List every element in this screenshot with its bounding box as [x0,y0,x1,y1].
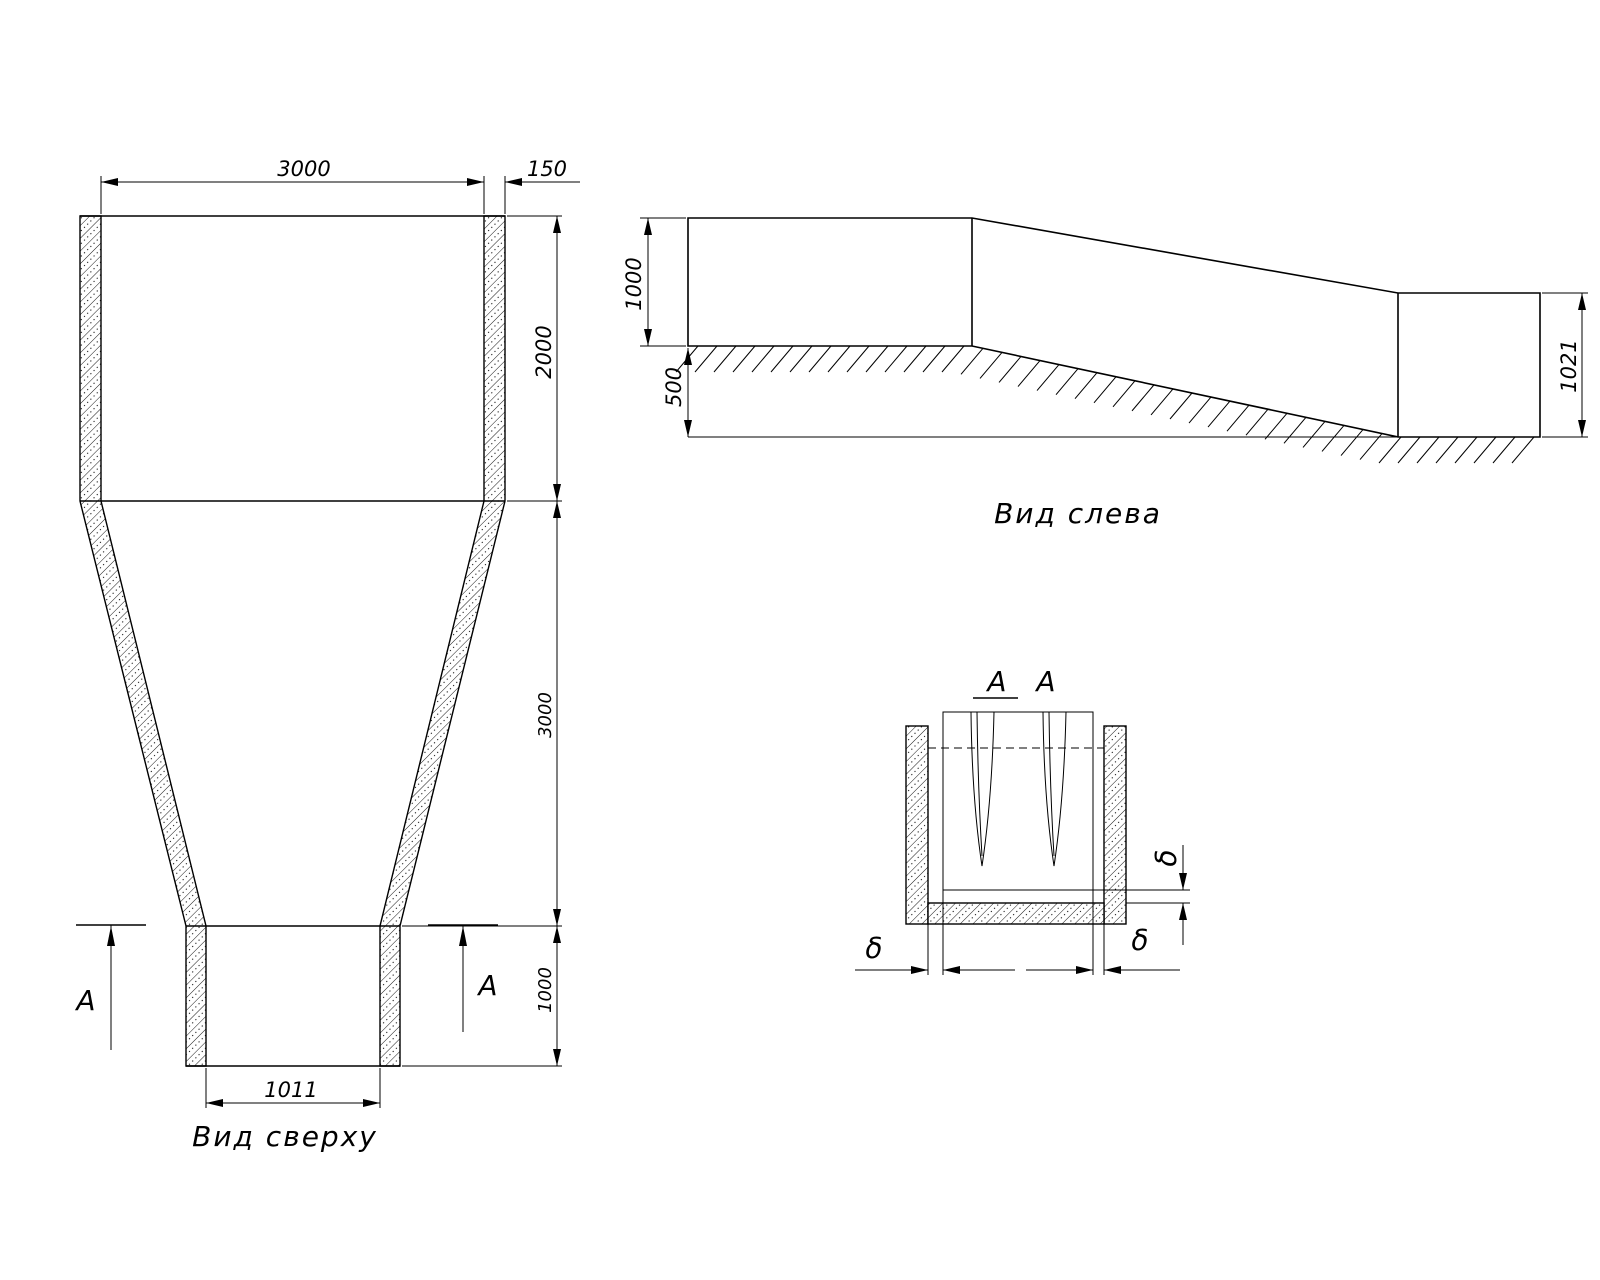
side-view-outline [687,217,1541,438]
dim-chain-right: 2000 3000 1000 [402,215,562,1067]
ground-hatch-line [884,345,908,373]
top-view-right-wall [379,215,506,1067]
section-blade-1 [970,711,995,867]
ground-hatch-line [979,352,1003,379]
dim-2000-label: 2000 [532,325,556,378]
dim-3000-top: 3000 [100,157,485,214]
section-marker-right: A [428,924,498,1032]
delta-label-left: δ [865,932,882,965]
delta-dim-bottom: δ δ [855,890,1180,975]
ground-hatch-line [713,345,737,373]
ground-hatch-line [827,345,851,373]
section-title-right: A [1034,665,1055,698]
ground-hatch-line [1245,408,1269,436]
dim-1021-label: 1021 [1557,339,1581,392]
delta-dim-right-vertical: δ [1093,845,1190,945]
ground-hatch-line [1017,360,1041,387]
ground-hatch-line [941,345,965,373]
dim-1000-side-label: 1000 [622,257,646,310]
ground-hatch-line [1150,388,1174,416]
dim-1021: 1021 [1542,292,1588,438]
ground-hatch-line [1416,436,1440,464]
ground-hatch-line [846,345,870,373]
ground-hatch-line [1378,436,1402,464]
section-left-wall [905,725,929,925]
ground-hatch-line [1397,436,1421,464]
dim-3000-side-label: 3000 [535,692,556,738]
dim-150: 150 [504,157,580,214]
delta-label-right-bottom: δ [1131,924,1148,957]
ground-hatch-line [1131,384,1155,412]
dim-1011-label: 1011 [264,1078,317,1102]
dim-500: 500 [662,348,1398,438]
ground-hatch-line [903,345,927,373]
section-right-wall [1103,725,1127,925]
ground-hatch-line [1511,436,1535,464]
ground-hatch-line [865,345,889,373]
dim-500-label: 500 [662,367,686,407]
ground-hatch-line [1473,436,1497,464]
top-view-left-wall [79,215,207,1067]
ground-hatch-line [732,345,756,373]
ground-hatch-line [1207,400,1231,428]
ground-hatch-line [1283,417,1307,444]
ground-hatch-line [960,348,984,375]
side-view-caption: Вид слева [994,497,1162,530]
ground-hatch-line [1340,429,1364,456]
ground-hatch-line [1321,425,1345,452]
ground-hatch-line [789,345,813,373]
dim-1000-bottom-label: 1000 [535,967,556,1013]
section-label-right: A [476,969,497,1002]
top-view: 3000 150 2000 3000 1000 [74,157,580,1153]
dim-150-label: 150 [527,157,567,181]
section-label-left: A [74,984,95,1017]
ground-hatch-line [1112,380,1136,408]
ground-hatch-line [770,345,794,373]
dim-3000-top-label: 3000 [277,157,330,181]
ground-hatch-line [1093,376,1117,404]
ground-hatch-line [1492,436,1516,464]
ground-hatch-line [1302,421,1326,448]
section-bottom-slab [927,902,1105,925]
ground-hatch-line [1055,368,1079,395]
dim-1011: 1011 [205,1068,381,1108]
ground-hatch-line [751,345,775,373]
ground-hatch-line [1454,436,1478,464]
ground-hatch-line [922,345,946,373]
ground-hatch-line [1074,372,1098,400]
section-title-left: A [985,665,1006,698]
section-inner-channel [942,711,1094,891]
ground-hatch-line [694,345,718,373]
section-view: A A δ [855,665,1190,975]
ground-hatch-line [998,356,1022,383]
ground-hatching [675,345,1535,464]
delta-label-right-top: δ [1150,849,1183,866]
ground-hatch-line [808,345,832,373]
section-marker-left: A [74,924,146,1050]
ground-hatch-line [1359,433,1383,460]
ground-hatch-line [1435,436,1459,464]
dim-1000-side: 1000 [622,217,686,347]
ground-hatch-line [1169,392,1193,420]
ground-hatch-line [1226,404,1250,432]
ground-hatch-line [1188,396,1212,424]
ground-hatch-line [1264,412,1288,440]
section-blade-2 [1042,711,1067,867]
side-view: 1000 500 1021 Вид слева [622,217,1588,530]
top-view-caption: Вид сверху [192,1120,378,1153]
ground-hatch-line [1036,364,1060,391]
